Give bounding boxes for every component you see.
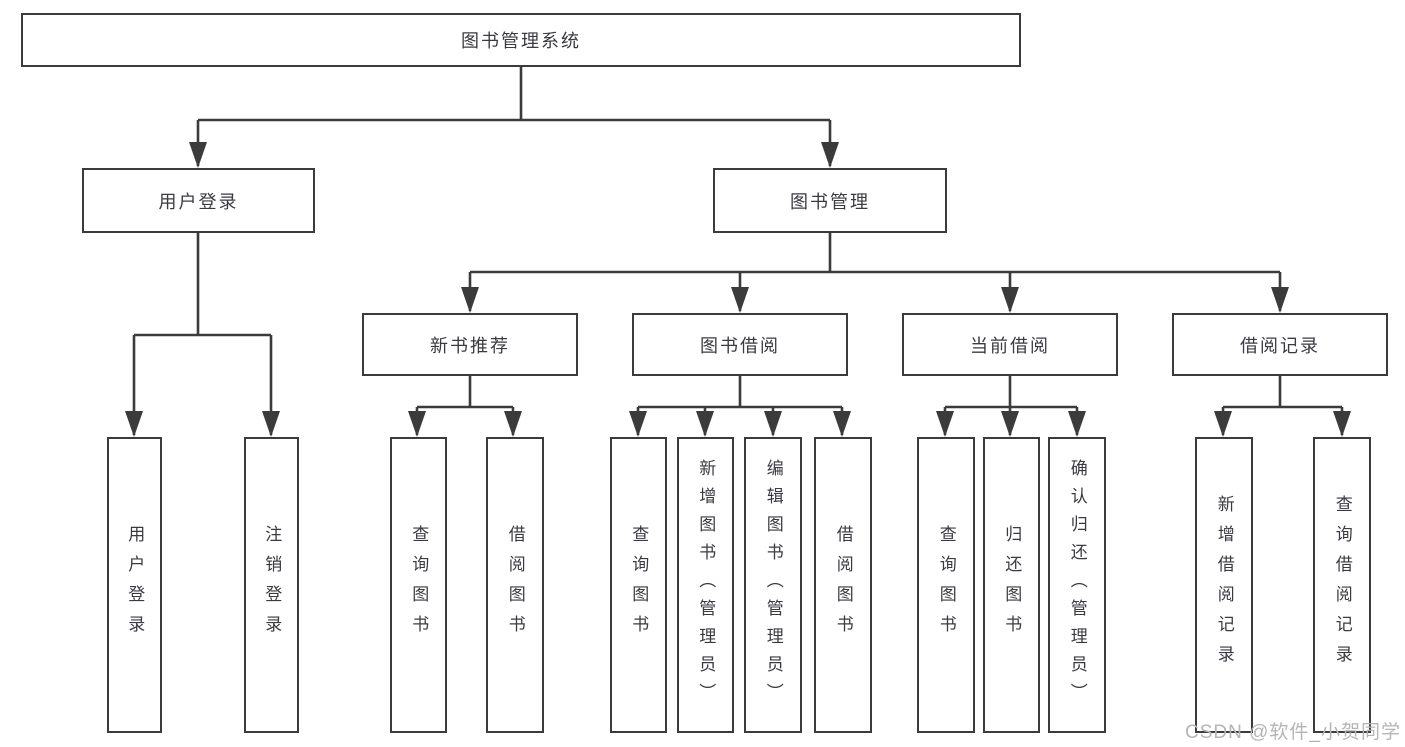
leaf-recommend-borrow-book-label: 借阅图书 [505, 525, 525, 645]
leaf-current-confirm-return-label: 确认归还（管理员） [1067, 459, 1087, 711]
leaf-current-return-book-label: 归还图书 [1002, 525, 1022, 645]
arrowhead-icons [125, 142, 1351, 437]
node-new-book-recommend: 新书推荐 [362, 313, 578, 376]
leaf-borrow-edit-book: 编辑图书（管理员） [744, 437, 802, 733]
node-current-borrow: 当前借阅 [902, 313, 1118, 376]
watermark: CSDN @软件_小贺同学 [1185, 722, 1401, 743]
node-current-borrow-label: 当前借阅 [970, 335, 1050, 356]
leaf-borrow-edit-book-label: 编辑图书（管理员） [763, 459, 783, 711]
leaf-record-add-label: 新增借阅记录 [1214, 495, 1234, 675]
leaf-borrow-borrow-book-label: 借阅图书 [833, 525, 853, 645]
leaf-recommend-query-book: 查询图书 [390, 437, 447, 733]
node-new-book-recommend-label: 新书推荐 [430, 335, 510, 356]
leaf-recommend-borrow-book: 借阅图书 [486, 437, 544, 733]
node-book-borrow: 图书借阅 [632, 313, 848, 376]
leaf-user-login-label: 用户登录 [125, 525, 145, 645]
leaf-logout-login-label: 注销登录 [262, 525, 282, 645]
leaf-record-add: 新增借阅记录 [1195, 437, 1253, 733]
leaf-record-query-label: 查询借阅记录 [1332, 495, 1352, 675]
node-user-login: 用户登录 [82, 168, 315, 233]
node-borrow-record: 借阅记录 [1172, 313, 1388, 376]
node-root-label: 图书管理系统 [461, 31, 581, 51]
node-borrow-record-label: 借阅记录 [1240, 335, 1320, 356]
leaf-borrow-add-book: 新增图书（管理员） [677, 437, 734, 733]
leaf-logout-login: 注销登录 [244, 437, 299, 733]
leaf-recommend-query-book-label: 查询图书 [409, 525, 429, 645]
leaf-current-query-book-label: 查询图书 [936, 525, 956, 645]
leaf-current-query-book: 查询图书 [917, 437, 975, 733]
leaf-borrow-query-book: 查询图书 [610, 437, 667, 733]
node-book-borrow-label: 图书借阅 [700, 335, 780, 356]
node-book-management: 图书管理 [713, 168, 947, 233]
leaf-current-return-book: 归还图书 [983, 437, 1040, 733]
node-root: 图书管理系统 [21, 13, 1021, 67]
node-user-login-label: 用户登录 [158, 191, 239, 212]
leaf-current-confirm-return: 确认归还（管理员） [1048, 437, 1106, 733]
leaf-user-login: 用户登录 [107, 437, 162, 733]
leaf-borrow-borrow-book: 借阅图书 [814, 437, 872, 733]
leaf-borrow-query-book-label: 查询图书 [629, 525, 649, 645]
leaf-record-query: 查询借阅记录 [1313, 437, 1371, 733]
node-book-management-label: 图书管理 [790, 191, 870, 212]
leaf-borrow-add-book-label: 新增图书（管理员） [696, 459, 716, 711]
